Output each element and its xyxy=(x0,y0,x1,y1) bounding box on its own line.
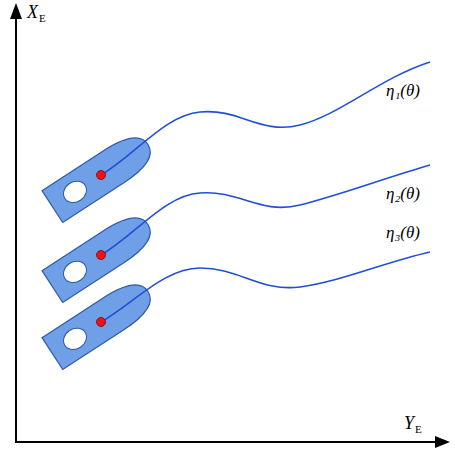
curve-label: η₂(θ) xyxy=(386,185,420,202)
axis-label: X xyxy=(27,3,38,21)
y-axis xyxy=(15,441,438,443)
ship-hull xyxy=(42,129,158,223)
ship-symbol xyxy=(42,129,158,223)
axis-subscript: E xyxy=(39,13,46,24)
x-axis xyxy=(15,16,17,442)
ship-symbol xyxy=(42,276,158,370)
ship-center-dot xyxy=(97,251,106,260)
axis-label: Y xyxy=(404,414,414,432)
ship-center-dot xyxy=(97,318,106,327)
ship-cabin xyxy=(59,177,90,207)
ship-cabin xyxy=(59,324,90,354)
axis-arrowhead xyxy=(10,3,22,19)
curve-label: η₃(θ) xyxy=(386,224,420,241)
ship-cabin xyxy=(59,257,90,287)
desired-path xyxy=(101,165,430,255)
ship-center-dot xyxy=(97,171,106,180)
axis-subscript: E xyxy=(415,424,422,435)
desired-path xyxy=(101,62,430,175)
axis-arrowhead xyxy=(435,436,450,448)
desired-path xyxy=(101,252,430,322)
ship-hull xyxy=(42,276,158,370)
curve-label: η₁(θ) xyxy=(386,82,420,99)
